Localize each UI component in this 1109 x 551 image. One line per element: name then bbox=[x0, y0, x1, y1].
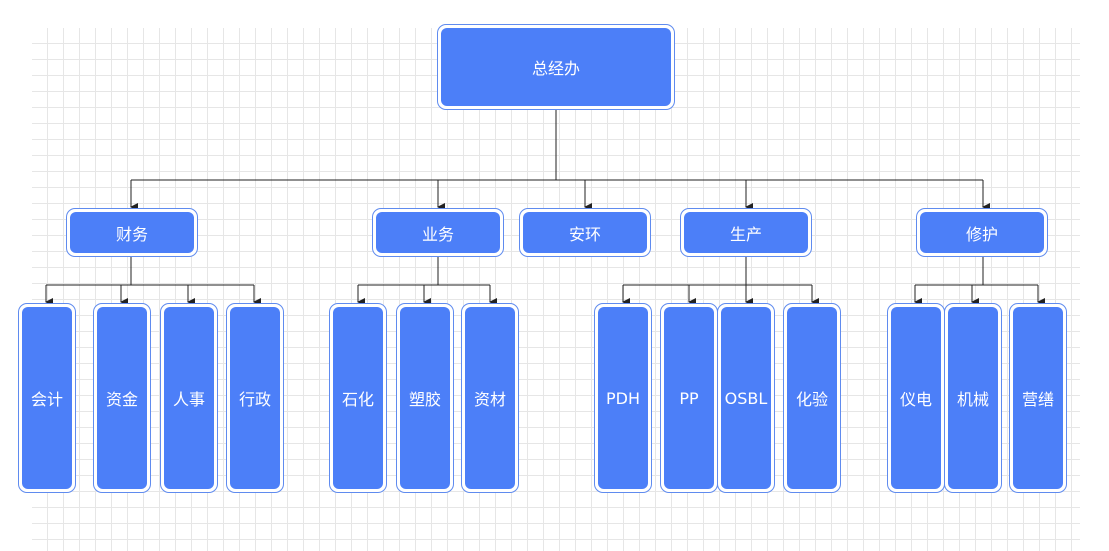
node-dept-finance-label: 财务 bbox=[70, 212, 194, 253]
node-unit-construction-label: 营缮 bbox=[1013, 307, 1063, 489]
node-unit-funds-label: 资金 bbox=[97, 307, 147, 489]
node-unit-accounting[interactable]: 会计 bbox=[18, 303, 76, 493]
node-unit-pp-label: PP bbox=[664, 307, 714, 489]
node-unit-admin-label: 行政 bbox=[230, 307, 280, 489]
node-unit-hr-label: 人事 bbox=[164, 307, 214, 489]
node-unit-pp[interactable]: PP bbox=[660, 303, 718, 493]
node-unit-accounting-label: 会计 bbox=[22, 307, 72, 489]
node-unit-mechanical-label: 机械 bbox=[948, 307, 998, 489]
node-unit-lab-label: 化验 bbox=[787, 307, 837, 489]
node-root[interactable]: 总经办 bbox=[437, 24, 675, 110]
node-unit-instrument-electric-label: 仪电 bbox=[891, 307, 941, 489]
node-dept-business-label: 业务 bbox=[376, 212, 500, 253]
node-unit-osbl-label: OSBL bbox=[721, 307, 771, 489]
node-unit-hr[interactable]: 人事 bbox=[160, 303, 218, 493]
node-unit-funds[interactable]: 资金 bbox=[93, 303, 151, 493]
node-unit-lab[interactable]: 化验 bbox=[783, 303, 841, 493]
node-unit-pdh[interactable]: PDH bbox=[594, 303, 652, 493]
node-dept-business[interactable]: 业务 bbox=[372, 208, 504, 257]
node-dept-safety[interactable]: 安环 bbox=[519, 208, 651, 257]
node-unit-materials[interactable]: 资材 bbox=[461, 303, 519, 493]
node-unit-materials-label: 资材 bbox=[465, 307, 515, 489]
node-unit-mechanical[interactable]: 机械 bbox=[944, 303, 1002, 493]
node-dept-maintenance[interactable]: 修护 bbox=[916, 208, 1048, 257]
node-dept-safety-label: 安环 bbox=[523, 212, 647, 253]
node-root-label: 总经办 bbox=[441, 28, 671, 106]
node-unit-osbl[interactable]: OSBL bbox=[717, 303, 775, 493]
node-dept-production-label: 生产 bbox=[684, 212, 808, 253]
node-unit-petrochem[interactable]: 石化 bbox=[329, 303, 387, 493]
node-unit-instrument-electric[interactable]: 仪电 bbox=[887, 303, 945, 493]
node-unit-petrochem-label: 石化 bbox=[333, 307, 383, 489]
node-unit-pdh-label: PDH bbox=[598, 307, 648, 489]
node-unit-plastics[interactable]: 塑胶 bbox=[396, 303, 454, 493]
node-dept-finance[interactable]: 财务 bbox=[66, 208, 198, 257]
node-unit-admin[interactable]: 行政 bbox=[226, 303, 284, 493]
node-dept-production[interactable]: 生产 bbox=[680, 208, 812, 257]
node-dept-maintenance-label: 修护 bbox=[920, 212, 1044, 253]
node-unit-plastics-label: 塑胶 bbox=[400, 307, 450, 489]
node-unit-construction[interactable]: 营缮 bbox=[1009, 303, 1067, 493]
